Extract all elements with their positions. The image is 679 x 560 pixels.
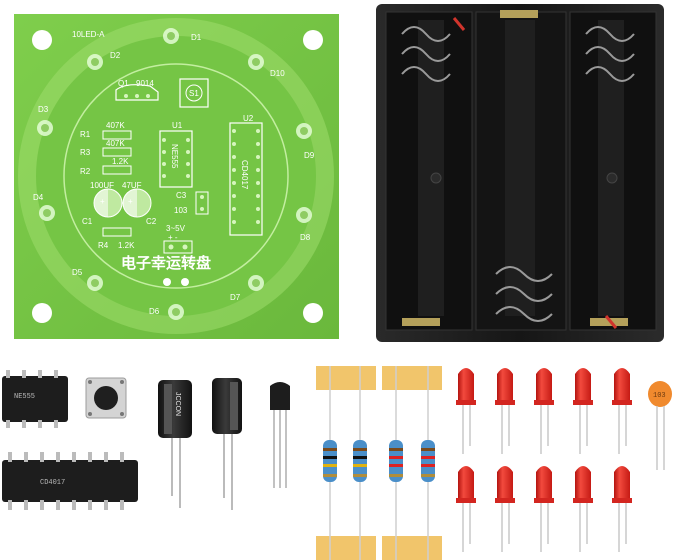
u2-footprint — [229, 122, 263, 236]
r3-value: 407K — [106, 139, 125, 148]
led-label: D8 — [300, 233, 311, 242]
q1-footprint — [115, 84, 159, 101]
led-footprint — [39, 205, 55, 221]
c1-footprint: + — [93, 188, 123, 218]
mounting-hole — [303, 30, 323, 50]
pcb-model: 10LED-A — [72, 30, 105, 39]
r4-footprint — [102, 227, 132, 237]
r2-value: 1.2K — [112, 157, 129, 166]
led-label: D2 — [110, 51, 121, 60]
led-label: D6 — [149, 307, 160, 316]
mounting-hole — [303, 303, 323, 323]
u1-label: U1 — [172, 121, 183, 130]
led-label: D3 — [38, 105, 49, 114]
led-label: D5 — [72, 268, 83, 277]
red-led — [456, 466, 476, 552]
r2-footprint — [102, 165, 132, 175]
red-led — [534, 368, 554, 454]
c3-value: 103 — [174, 206, 188, 215]
r2-label: R2 — [80, 167, 91, 176]
red-led — [573, 466, 593, 552]
pcb-board: 10LED-A D1 D2 D3 D4 D5 D6 D7 D8 D9 D10 Q… — [14, 14, 339, 339]
led-footprint — [296, 207, 312, 223]
u1-part: NE555 — [170, 144, 179, 169]
r1-label: R1 — [80, 130, 91, 139]
svg-text:JCCON: JCCON — [174, 392, 181, 416]
svg-text:+: + — [100, 197, 105, 206]
resistor-strip-left — [316, 366, 376, 560]
red-led — [534, 466, 554, 552]
u1-footprint — [159, 130, 193, 188]
power-polarity: + - — [168, 233, 178, 242]
svg-text:NE555: NE555 — [14, 393, 35, 401]
red-led — [456, 368, 476, 454]
s1-footprint — [179, 78, 209, 108]
r3-label: R3 — [80, 148, 91, 157]
led-footprint — [168, 304, 184, 320]
red-led — [612, 368, 632, 454]
electrolytic-capacitor-small — [212, 378, 242, 510]
svg-text:+: + — [128, 197, 133, 206]
led-label: D9 — [304, 151, 315, 160]
electrolytic-capacitor-large: JCCON — [158, 380, 192, 508]
led-footprint — [248, 54, 264, 70]
r3-footprint — [102, 147, 132, 157]
mounting-hole — [32, 303, 52, 323]
tactile-switch — [85, 377, 127, 419]
svg-text:103: 103 — [653, 392, 666, 400]
red-led — [612, 466, 632, 552]
power-pads — [163, 240, 193, 254]
c2-label: C2 — [146, 217, 157, 226]
r4-label: R4 — [98, 241, 109, 250]
led-footprint — [87, 54, 103, 70]
c3-label: C3 — [176, 191, 187, 200]
ne555-chip: NE555 — [2, 370, 68, 428]
c2-footprint: + — [122, 188, 152, 218]
pcb-title: 电子幸运转盘 — [121, 254, 211, 272]
led-label: D4 — [33, 193, 44, 202]
red-led — [495, 466, 515, 552]
resistor-strip-right — [382, 366, 442, 560]
c3-footprint — [195, 191, 209, 215]
led-footprint — [37, 120, 53, 136]
q1-part: 9014 — [136, 79, 154, 88]
svg-text:CD4017: CD4017 — [40, 479, 65, 487]
r4-value: 1.2K — [118, 241, 135, 250]
battery-holder — [376, 4, 664, 342]
led-footprint — [296, 123, 312, 139]
u2-label: U2 — [243, 114, 254, 123]
q1-label: Q1 — [118, 79, 129, 88]
c2-value: 47UF — [122, 181, 142, 190]
led-footprint — [87, 275, 103, 291]
mounting-hole — [32, 30, 52, 50]
led-label: D7 — [230, 293, 241, 302]
u2-part: CD4017 — [240, 160, 249, 190]
ceramic-capacitor: 103 — [648, 381, 672, 470]
c1-value: 100UF — [90, 181, 114, 190]
s1-label: S1 — [189, 89, 199, 98]
led-label: D10 — [270, 69, 285, 78]
led-footprint — [163, 28, 179, 44]
transistor-9014 — [270, 382, 290, 488]
cd4017-chip: CD4017 — [2, 452, 138, 510]
power-label: 3~5V — [166, 224, 186, 233]
led-label: D1 — [191, 33, 202, 42]
r1-footprint — [102, 130, 132, 140]
red-led — [495, 368, 515, 454]
led-footprint — [248, 275, 264, 291]
c1-label: C1 — [82, 217, 93, 226]
red-led — [573, 368, 593, 454]
r1-value: 407K — [106, 121, 125, 130]
